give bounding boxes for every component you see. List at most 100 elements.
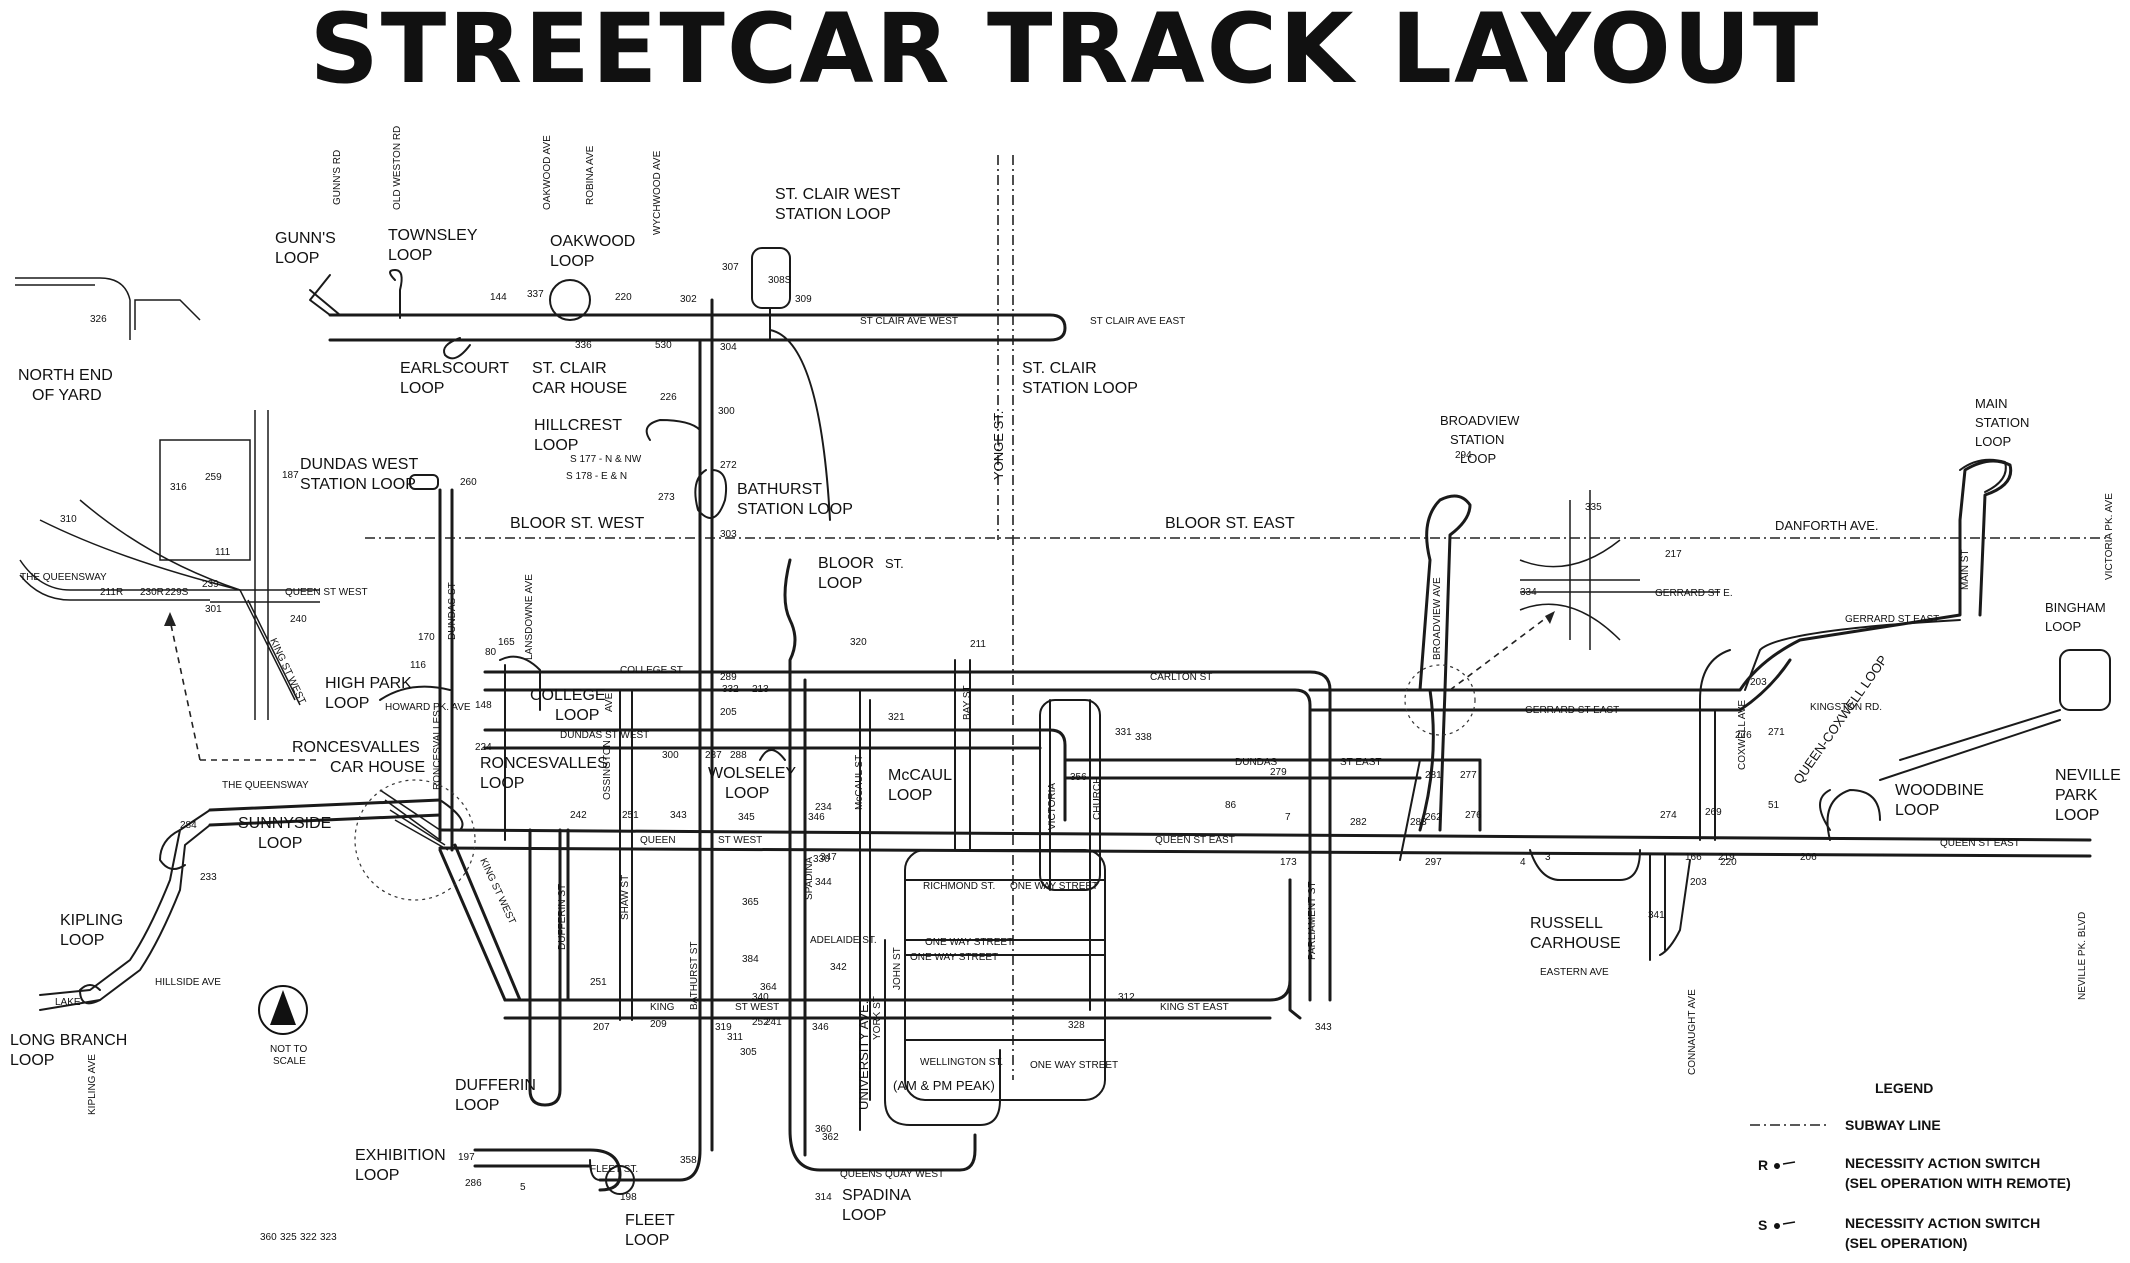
switch-number-label: 320 bbox=[850, 637, 867, 648]
switch-number-label: 277 bbox=[1460, 770, 1477, 781]
street-wellington-st: WELLINGTON ST. bbox=[920, 1057, 1003, 1068]
switch-number-label: 287 bbox=[705, 750, 722, 761]
switch-number-label: 331 bbox=[1115, 727, 1132, 738]
switch-note-177: S 177 - N & NW bbox=[570, 454, 642, 465]
switch-number-label: 197 bbox=[458, 1152, 475, 1163]
switch-number-label: 240 bbox=[290, 614, 307, 625]
street-queens-quay-west: QUEENS QUAY WEST bbox=[840, 1169, 944, 1180]
switch-number-label: 337 bbox=[527, 289, 544, 300]
switch-number-label: 276 bbox=[1465, 810, 1482, 821]
switch-number-label: 252 bbox=[752, 1017, 769, 1028]
street-oakwood-ave: OAKWOOD AVE bbox=[542, 135, 553, 210]
switch-number-label: 346 bbox=[808, 812, 825, 823]
street-hillside-ave: HILLSIDE AVE bbox=[155, 977, 221, 988]
street-mccaul-st: McCAUL ST bbox=[854, 755, 865, 810]
legend-remote-line2: (SEL OPERATION WITH REMOTE) bbox=[1845, 1175, 2071, 1191]
street-bloor-st-west: BLOOR ST. WEST bbox=[510, 515, 644, 532]
switch-number-label: 321 bbox=[888, 712, 905, 723]
switch-number-label: 297 bbox=[1425, 857, 1442, 868]
switch-number-label: 213 bbox=[752, 684, 769, 695]
subway-lines bbox=[365, 155, 2110, 1080]
switch-number-label: 211 bbox=[970, 639, 986, 650]
street-fleet-st: FLEET ST. bbox=[590, 1164, 638, 1175]
street-howard-pk-ave: HOWARD PK. AVE bbox=[385, 702, 471, 713]
switch-number-label: 51 bbox=[1768, 800, 1780, 811]
compass-label-line2: SCALE bbox=[273, 1056, 306, 1067]
switch-number-label: 340 bbox=[752, 992, 769, 1003]
legend-remote-line1: NECESSITY ACTION SWITCH bbox=[1845, 1155, 2040, 1171]
switch-number-label: 360 bbox=[815, 1124, 832, 1135]
switch-number-label: 269 bbox=[1705, 807, 1722, 818]
switch-number-label: 242 bbox=[570, 810, 587, 821]
legend-subway-line: SUBWAY LINE bbox=[1845, 1117, 1941, 1133]
street-eastern-ave: EASTERN AVE bbox=[1540, 967, 1609, 978]
switch-number-label: 203 bbox=[1750, 677, 1767, 688]
street-coxwell-ave: COXWELL AVE bbox=[1737, 700, 1748, 770]
inset-pointers bbox=[164, 611, 1555, 761]
switch-number-label: 345 bbox=[738, 812, 755, 823]
switch-number-label: 86 bbox=[1225, 800, 1237, 811]
switch-number-label: 116 bbox=[410, 660, 426, 671]
switch-number-label: 206 bbox=[1800, 852, 1817, 863]
street-adelaide-st: ADELAIDE ST. bbox=[810, 935, 877, 946]
legend-sel-line2: (SEL OPERATION) bbox=[1845, 1235, 1967, 1251]
switch-number-label: 144 bbox=[490, 292, 507, 303]
switch-number-label: 319 bbox=[715, 1022, 732, 1033]
switch-number-label: 80 bbox=[485, 647, 497, 658]
switch-number-label: 362 bbox=[822, 1132, 839, 1143]
switch-number-label: 173 bbox=[1280, 857, 1297, 868]
street-queen-st-east: QUEEN ST EAST bbox=[1155, 835, 1235, 846]
street-dundas-st-west: DUNDAS ST WEST bbox=[560, 730, 649, 741]
switch-number-label: 343 bbox=[1315, 1022, 1332, 1033]
street-broadview-ave: BROADVIEW AVE bbox=[1432, 577, 1443, 660]
switch-number-label: 273 bbox=[658, 492, 675, 503]
switch-number-label: 283 bbox=[1410, 817, 1427, 828]
broadview-detail-circle bbox=[1404, 664, 1476, 736]
street-lake: LAKE bbox=[55, 997, 81, 1008]
street-st-east: ST EAST bbox=[1340, 757, 1382, 768]
street-labels: ST CLAIR AVE WEST ST CLAIR AVE EAST BLOO… bbox=[20, 316, 2020, 1180]
street-st-west: ST WEST bbox=[718, 835, 762, 846]
switch-number-label: 276 bbox=[1735, 730, 1752, 741]
street-king: KING bbox=[650, 1002, 675, 1013]
street-one-way-3: ONE WAY STREET bbox=[1030, 1060, 1118, 1071]
switch-number-label: 343 bbox=[670, 810, 687, 821]
street-gerrard-st-e: GERRARD ST E. bbox=[1655, 588, 1733, 599]
street-victoria-pk-ave: VICTORIA PK. AVE bbox=[2104, 493, 2115, 580]
street-parliament-st: PARLIAMENT ST bbox=[1307, 881, 1318, 960]
switch-number-label: 262 bbox=[1425, 812, 1442, 823]
switch-number-label: 323 bbox=[320, 1232, 337, 1243]
street-kipling-ave: KIPLING AVE bbox=[87, 1054, 98, 1115]
switch-number-label: 217 bbox=[1665, 549, 1682, 560]
switch-number-label: 342 bbox=[830, 962, 847, 973]
switch-number-label: 341 bbox=[1648, 910, 1665, 921]
switch-number-label: 3 bbox=[1545, 852, 1551, 863]
switch-number-label: 300 bbox=[718, 406, 735, 417]
switch-number-label: 7 bbox=[1285, 812, 1291, 823]
street-dufferin-st: DUFFERIN ST bbox=[557, 884, 568, 950]
switch-number-label: 219 bbox=[1718, 852, 1735, 863]
loop-gunns-line1: GUNN'S bbox=[275, 230, 336, 247]
compass-label-line1: NOT TO bbox=[270, 1044, 307, 1055]
street-ossington: OSSINGTON bbox=[602, 740, 613, 800]
switch-number-label: 307 bbox=[722, 262, 739, 273]
switch-number-label: 301 bbox=[205, 604, 222, 615]
switch-number-label: 305 bbox=[740, 1047, 757, 1058]
street-the-queensway-2: THE QUEENSWAY bbox=[20, 572, 107, 583]
switch-number-label: 220 bbox=[615, 292, 632, 303]
switch-number-label: 325 bbox=[280, 1232, 297, 1243]
